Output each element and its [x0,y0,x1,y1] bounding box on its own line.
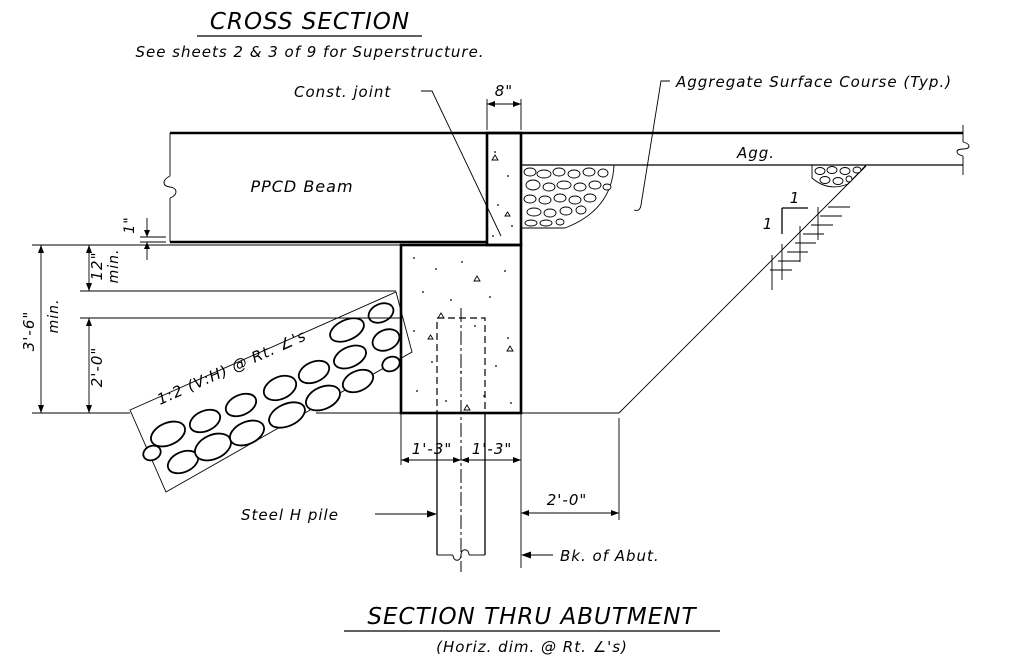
backwall [485,131,523,247]
dimension-1ft3in-left-label: 1'-3" [412,440,453,458]
agg-label: Agg. [736,144,775,162]
concrete-stipple [413,151,513,404]
dimension-2ft0in-right-label: 2'-0" [547,491,588,509]
bk-abut-leader [521,551,553,559]
dimension-1ft3in-right-label: 1'-3" [472,440,513,458]
bk-of-abut-label: Bk. of Abut. [560,547,660,565]
dimension-3ft6in-label: 3'-6" [20,311,38,352]
steel-h-pile-label: Steel H pile [241,506,339,524]
dimension-2ft0in-right [520,418,620,568]
dimension-12in [80,244,400,292]
slope-ratio-symbol [770,206,850,290]
riprap-slope [129,291,413,493]
slope-ratio-vertical-label: 1 [763,215,774,233]
aggregate-surface-leader [633,80,670,211]
dimension-2ft0in-left [80,317,401,413]
dimension-8in [486,99,522,130]
aggregate-surface-label: Aggregate Surface Course (Typ.) [675,73,952,91]
section-title: SECTION THRU ABUTMENT [367,604,697,630]
dimension-1ft3in-pair [400,413,522,465]
min-label-3ft6in: min. [46,299,62,334]
dimension-1in-label: 1" [122,216,138,233]
concrete-aggregate-marks [427,154,514,411]
dimension-2ft0in-left-label: 2'-0" [88,347,106,388]
dimension-8in-label: 8" [495,82,513,100]
steel-h-pile [436,413,486,561]
page-title: CROSS SECTION [210,9,410,35]
page-subtitle: See sheets 2 & 3 of 9 for Superstructure… [135,43,484,61]
deck-break-symbol [956,141,970,157]
dimension-12in-label: 12" [88,252,106,281]
ppcd-beam-label: PPCD Beam [250,177,353,196]
pile-leader [375,510,437,518]
const-joint-leader [421,90,502,237]
dimension-3ft6in [32,244,130,414]
dimension-1in [140,218,166,260]
const-joint-label: Const. joint [294,83,391,101]
aggregate-fill-behind-backwall [521,164,615,229]
min-label-12in: min. [106,249,122,284]
slope-ratio-horizontal-label: 1 [790,189,801,207]
section-note: (Horiz. dim. @ Rt. ∠'s) [436,638,628,656]
beam-break-symbol [163,175,177,199]
aggregate-fill-at-slope [811,164,868,188]
ground-lines [316,165,867,414]
